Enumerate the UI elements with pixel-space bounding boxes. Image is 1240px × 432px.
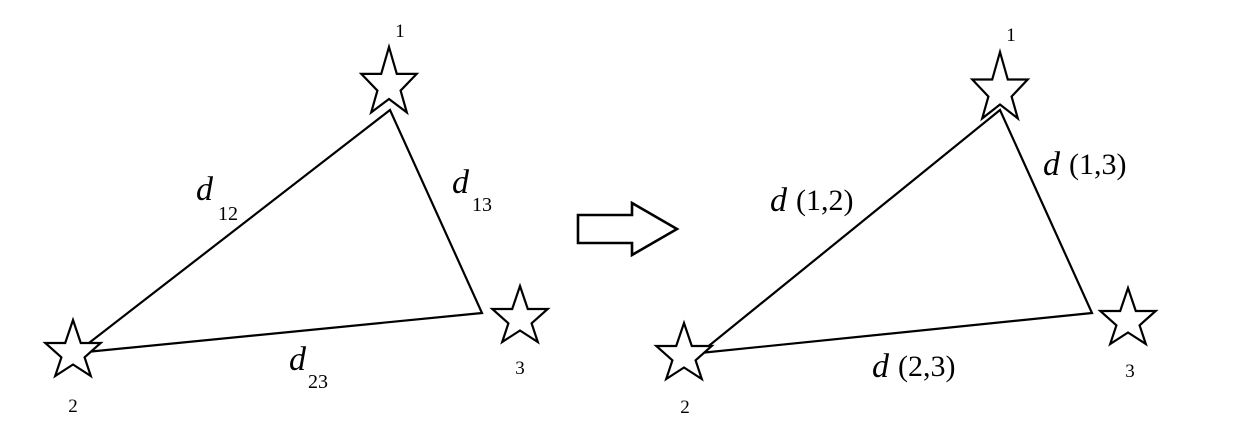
right-node-3-star-icon (1097, 284, 1159, 347)
svg-text:d: d (289, 341, 307, 378)
svg-text:12: 12 (218, 203, 238, 225)
left-node-3-label: 3 (515, 358, 525, 379)
left-node-1-label: 1 (395, 21, 405, 42)
svg-text:13: 13 (472, 194, 492, 216)
svg-text:(1,2): (1,2) (796, 184, 853, 217)
svg-text:d: d (770, 182, 788, 219)
right-edge-13-label: d (1,3) (1043, 146, 1126, 183)
left-edge-13-label: d 13 (452, 164, 492, 216)
svg-text:(2,3): (2,3) (898, 350, 955, 383)
right-diagram: 1 2 3 d (1,2) d (1,3) d (2,3) (653, 25, 1159, 418)
left-node-1-star-icon (358, 43, 420, 116)
left-node-2-label: 2 (68, 396, 78, 417)
left-node-2-star-icon (42, 316, 104, 379)
svg-text:23: 23 (308, 371, 328, 393)
right-node-3-label: 3 (1125, 361, 1135, 382)
svg-text:d: d (452, 164, 470, 201)
svg-text:d: d (872, 348, 890, 385)
right-triangle (696, 108, 1094, 355)
right-node-2-star-icon (653, 319, 715, 382)
right-node-1-label: 1 (1006, 25, 1016, 46)
left-edge-23-label: d 23 (289, 341, 328, 393)
left-node-3-star-icon (489, 282, 551, 345)
right-node-2-label: 2 (680, 397, 690, 418)
left-edge-12-label: d 12 (196, 171, 238, 225)
left-triangle (72, 108, 484, 355)
left-diagram: 1 2 3 d 12 d 13 d 23 (42, 21, 551, 417)
svg-text:(1,3): (1,3) (1069, 148, 1126, 181)
right-edge-23-label: d (2,3) (872, 348, 955, 385)
right-edge-12-label: d (1,2) (770, 182, 853, 219)
svg-text:d: d (1043, 146, 1061, 183)
svg-text:d: d (196, 171, 214, 208)
right-arrow-icon (576, 200, 680, 258)
right-node-1-star-icon (969, 47, 1031, 122)
